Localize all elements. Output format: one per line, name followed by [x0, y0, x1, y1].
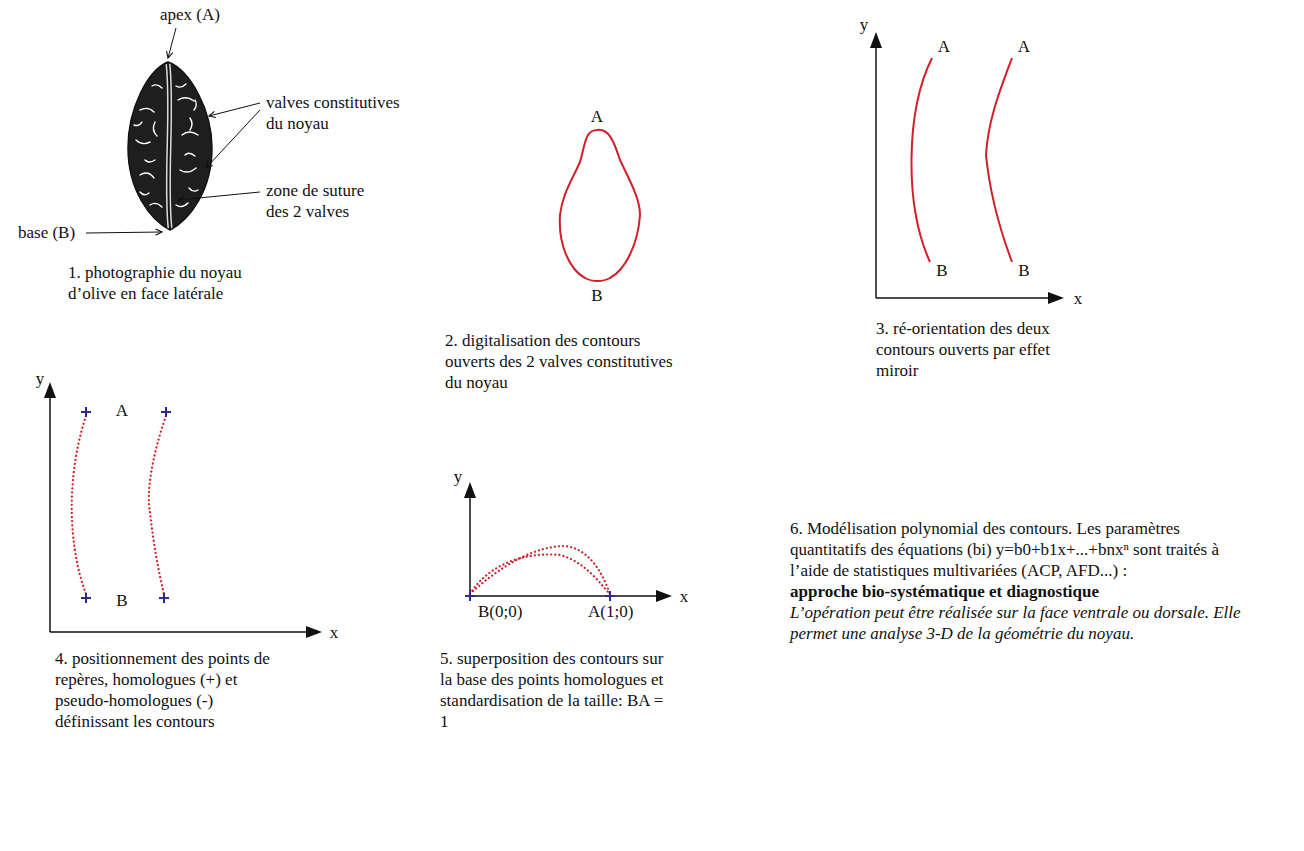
texture-stroke	[145, 160, 155, 162]
landmark-markers	[81, 407, 171, 603]
axis-letter: x	[1074, 288, 1083, 309]
step-caption: 2. digitalisation des contours ouverts d…	[445, 330, 685, 393]
note-text: L’opération peut être réalisée sur la fa…	[790, 602, 1252, 644]
landmark-markers	[465, 591, 615, 601]
leader-line	[168, 28, 176, 58]
axis-arrow	[306, 626, 322, 638]
point-coordinate: A(1;0)	[588, 601, 633, 622]
texture-stroke	[153, 122, 157, 136]
point-letter: B	[591, 285, 602, 306]
step-caption: 4. positionnement des points de repères,…	[55, 648, 291, 732]
axis-line	[50, 631, 308, 633]
axis-letter: y	[860, 14, 869, 35]
emphasis-text: approche bio-systématique et diagnostiqu…	[790, 581, 1252, 602]
part-label: base (B)	[18, 222, 75, 243]
leader-lines	[86, 28, 260, 233]
point-letter: B	[1018, 260, 1029, 281]
suture-band	[168, 64, 170, 228]
dotted-contours	[470, 546, 610, 594]
point-letter: A	[116, 400, 128, 421]
axis-letter: y	[36, 368, 45, 389]
step-caption: 1. photographie du noyau d’olive en face…	[68, 262, 273, 304]
landmark-plus	[81, 407, 91, 417]
contour-line	[911, 58, 932, 262]
contour-line	[986, 58, 1012, 262]
texture-stroke	[140, 192, 149, 195]
axis-arrow	[656, 590, 672, 602]
contour-line	[560, 130, 640, 281]
texture-stroke	[176, 84, 186, 87]
leader-line	[209, 103, 260, 116]
step-caption: 6. Modélisation polynomial des contours.…	[790, 518, 1252, 581]
part-label: valves constitutives du noyau	[266, 92, 408, 134]
landmark-plus	[465, 591, 475, 601]
suture-line	[168, 64, 170, 228]
axis-letter: y	[454, 466, 463, 487]
landmark-plus	[81, 593, 91, 603]
step-caption: 3. ré-orientation des deux contours ouve…	[876, 318, 1072, 381]
axis-line	[875, 46, 877, 298]
dotted-contour	[470, 546, 610, 594]
olive-outline	[128, 62, 212, 230]
landmark-plus	[605, 591, 615, 601]
axis-arrow	[870, 32, 882, 48]
point-letter: A	[938, 36, 950, 57]
leader-line	[86, 232, 162, 233]
axis-line	[470, 595, 658, 597]
axes	[464, 482, 672, 602]
point-letter: A	[591, 106, 603, 127]
texture-stroke	[182, 132, 198, 135]
axis-arrow	[464, 482, 476, 498]
part-label: apex (A)	[160, 4, 220, 25]
texture-stroke	[152, 85, 162, 88]
texture-stroke	[150, 203, 162, 207]
axes	[870, 32, 1064, 304]
axes	[44, 382, 322, 638]
point-coordinate: B(0;0)	[478, 601, 522, 622]
dotted-contour	[72, 416, 86, 594]
texture-stroke	[190, 118, 192, 130]
part-label: zone de suture des 2 valves	[266, 180, 378, 222]
landmark-plus	[161, 407, 171, 417]
olive-stone	[128, 62, 212, 230]
texture-stroke	[136, 140, 150, 144]
texture-stroke	[134, 122, 142, 126]
texture-stroke	[140, 108, 154, 112]
leader-line	[178, 192, 260, 200]
texture-stroke	[180, 168, 196, 172]
axis-line	[469, 496, 471, 596]
axis-line	[49, 396, 51, 632]
texture-stroke	[185, 153, 195, 156]
texture-stroke	[140, 173, 154, 178]
axis-line	[876, 297, 1050, 299]
axis-arrow	[44, 382, 56, 398]
dotted-contours	[72, 416, 166, 594]
point-letter: B	[116, 590, 127, 611]
landmark-plus	[159, 593, 169, 603]
texture-stroke	[176, 203, 188, 207]
axis-letter: x	[680, 586, 689, 607]
leader-line	[206, 110, 260, 168]
texture-stroke	[178, 98, 194, 101]
dotted-contour	[470, 554, 610, 594]
axis-letter: x	[330, 622, 339, 643]
point-letter: B	[936, 260, 947, 281]
texture-stroke	[194, 100, 196, 110]
point-letter: A	[1018, 36, 1030, 57]
step-caption: 5. superposition des contours sur la bas…	[440, 648, 674, 732]
texture-stroke	[189, 188, 198, 191]
axis-arrow	[1048, 292, 1064, 304]
dotted-contour	[149, 416, 166, 594]
